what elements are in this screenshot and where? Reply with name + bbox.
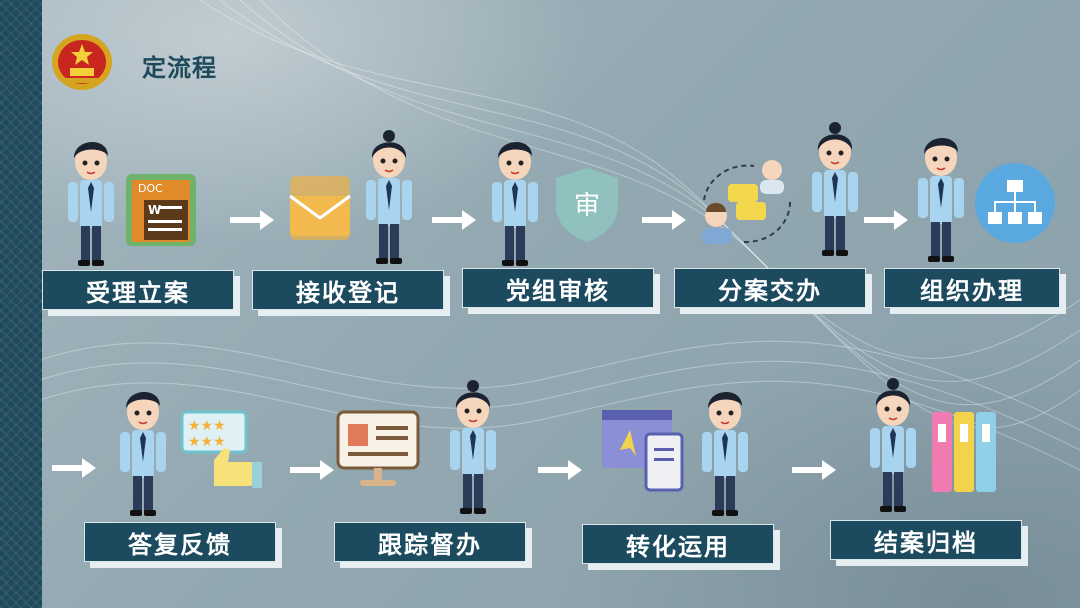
- doc-file-icon: DOC W: [126, 174, 196, 246]
- step-label: 转化运用: [582, 524, 774, 564]
- arrow-right-icon: [792, 460, 836, 480]
- step-4: 分案交办: [674, 268, 866, 308]
- monitor-icon: [336, 410, 420, 486]
- step-3: 党组审核: [462, 268, 654, 308]
- step-label: 答复反馈: [84, 522, 276, 562]
- officer-figure: [67, 141, 115, 267]
- officer-figure: [491, 141, 539, 267]
- review-shield-icon: 审: [556, 168, 618, 242]
- step-1: 受理立案: [42, 270, 234, 310]
- page-title: 定流程: [142, 54, 217, 82]
- step-label: 接收登记: [252, 270, 444, 310]
- officer-figure: [119, 391, 167, 517]
- binders-archive-icon: [932, 412, 996, 492]
- svg-text:★★★: ★★★: [188, 434, 226, 450]
- step-2: 接收登记: [252, 270, 444, 310]
- step-8: 转化运用: [582, 524, 774, 564]
- svg-text:DOC: DOC: [138, 182, 163, 195]
- step-label: 分案交办: [674, 268, 866, 308]
- arrow-right-icon: [230, 210, 274, 230]
- step-6: 答复反馈: [84, 522, 276, 562]
- arrow-right-icon: [642, 210, 686, 230]
- procuratorate-emblem-icon: [52, 34, 112, 90]
- envelope-icon: [289, 176, 351, 240]
- step-label: 结案归档: [830, 520, 1022, 560]
- step-label: 受理立案: [42, 270, 234, 310]
- thumbs-up-rating-icon: ★★★ ★★★: [180, 410, 262, 488]
- officer-figure: [869, 377, 917, 513]
- step-7: 跟踪督办: [334, 522, 526, 562]
- svg-text:审: 审: [574, 191, 600, 221]
- left-decorative-strip: [0, 0, 42, 608]
- officer-figure: [701, 391, 749, 517]
- officer-figure: [811, 121, 859, 257]
- arrow-right-icon: [432, 210, 476, 230]
- browser-window-icon: [602, 410, 684, 492]
- step-5: 组织办理: [884, 268, 1060, 308]
- arrow-right-icon: [52, 458, 96, 478]
- step-9: 结案归档: [830, 520, 1022, 560]
- svg-text:W: W: [148, 203, 161, 217]
- officer-figure: [365, 129, 413, 265]
- arrow-right-icon: [864, 210, 908, 230]
- step-label: 党组审核: [462, 268, 654, 308]
- step-label: 跟踪督办: [334, 522, 526, 562]
- step-label: 组织办理: [884, 268, 1060, 308]
- org-chart-icon: [975, 163, 1055, 243]
- officer-figure: [449, 379, 497, 515]
- officer-figure: [917, 137, 965, 263]
- arrow-right-icon: [290, 460, 334, 480]
- svg-text:★★★: ★★★: [188, 418, 226, 434]
- arrow-right-icon: [538, 460, 582, 480]
- discussion-icon: [702, 160, 792, 244]
